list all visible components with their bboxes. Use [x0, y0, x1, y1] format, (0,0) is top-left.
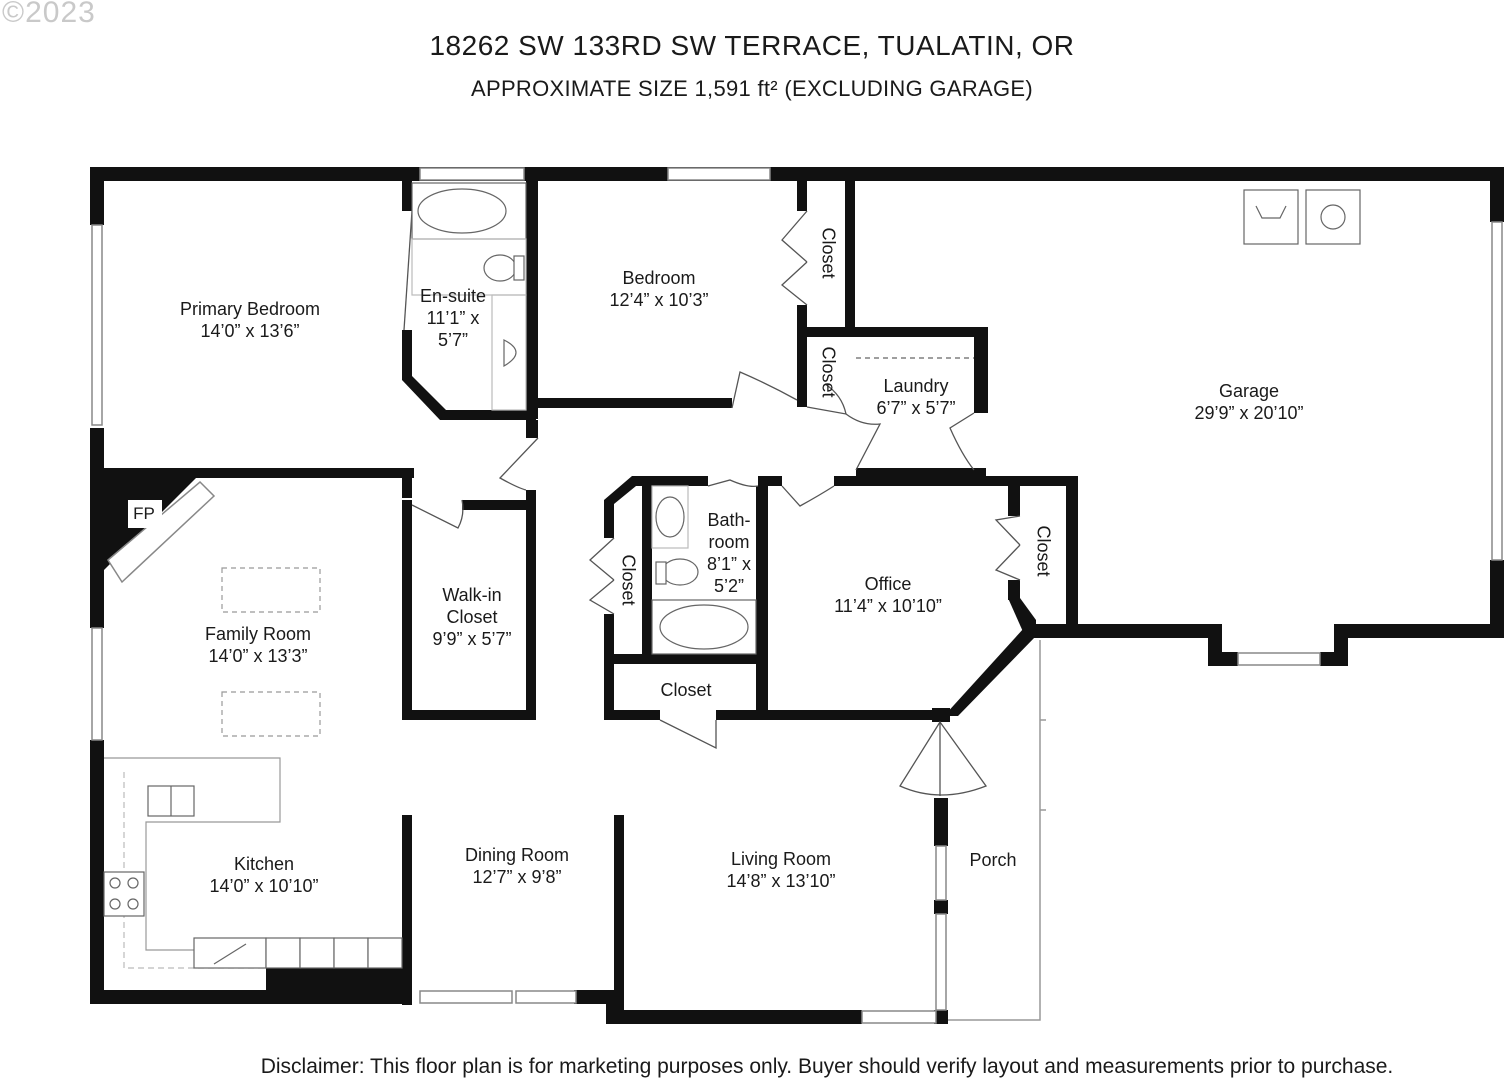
room-name: Kitchen: [233, 854, 295, 874]
porch-outline: [948, 640, 1046, 1021]
room-name: Laundry: [883, 376, 949, 396]
room-dimensions-2: 5’2”: [713, 576, 745, 596]
room-dimensions: 11’4” x 10’10”: [834, 596, 942, 616]
room-closet-hall: Closet: [818, 346, 839, 398]
room-closet-left: Closet: [618, 554, 639, 606]
room-dimensions-2: 5’7”: [437, 330, 469, 350]
copyright-mark: ©2023: [2, 0, 96, 29]
room-dimensions: 12’4” x 10’3”: [609, 290, 709, 310]
room-living-room: Living Room 14’8” x 13’10”: [726, 848, 835, 892]
interior-walls: [104, 181, 1078, 1010]
room-dimensions: 29’9” x 20’10”: [1194, 403, 1304, 423]
room-dimensions: 14’0” x 13’6”: [200, 321, 300, 341]
room-office: Office 11’4” x 10’10”: [834, 573, 942, 617]
room-name: Walk-in: [442, 585, 502, 605]
room-name: Living Room: [730, 849, 832, 869]
room-name: Dining Room: [464, 845, 570, 865]
room-dimensions: 9’9” x 5’7”: [432, 629, 512, 649]
room-name: Primary Bedroom: [179, 299, 321, 319]
room-name-2: room: [708, 532, 750, 552]
room-dimensions: 11’1” x: [426, 308, 480, 328]
room-ensuite: En-suite 11’1” x 5’7”: [420, 285, 486, 351]
room-dimensions: 14’8” x 13’10”: [726, 871, 836, 891]
fireplace-icon: [104, 478, 216, 584]
room-name: Bath-: [707, 510, 751, 530]
room-dimensions: 8’1” x: [706, 554, 752, 574]
room-laundry: Laundry 6’7” x 5’7”: [876, 375, 955, 419]
room-name: En-suite: [419, 286, 487, 306]
room-bedroom: Bedroom 12’4” x 10’3”: [609, 267, 708, 311]
room-name: Office: [864, 574, 912, 594]
fireplace-label: FP: [133, 504, 155, 523]
room-closet-bedroom: Closet: [818, 227, 839, 279]
room-name: Garage: [1218, 381, 1280, 401]
plan-subtitle: APPROXIMATE SIZE 1,591 ft² (EXCLUDING GA…: [471, 76, 1033, 101]
room-closet-bottom: Closet: [660, 680, 712, 700]
room-dimensions: 6’7” x 5’7”: [876, 398, 956, 418]
room-walkin-closet: Walk-in Closet 9’9” x 5’7”: [432, 584, 511, 650]
room-kitchen: Kitchen 14’0” x 10’10”: [209, 853, 318, 897]
room-dimensions: 14’0” x 13’3”: [208, 646, 308, 666]
fixtures: [103, 182, 1361, 969]
room-primary-bedroom: Primary Bedroom 14’0” x 13’6”: [180, 298, 320, 342]
room-dimensions: 12’7” x 9’8”: [472, 867, 562, 887]
room-closet-office: Closet: [1033, 525, 1054, 577]
room-garage: Garage 29’9” x 20’10”: [1194, 380, 1303, 424]
room-bathroom: Bath- room 8’1” x 5’2”: [707, 509, 751, 597]
room-dimensions: 14’0” x 10’10”: [209, 876, 319, 896]
plan-title: 18262 SW 133RD SW TERRACE, TUALATIN, OR: [429, 30, 1075, 61]
room-name: Family Room: [204, 624, 312, 644]
room-name: Bedroom: [622, 268, 696, 288]
room-porch: Porch: [969, 850, 1017, 870]
room-dining-room: Dining Room 12’7” x 9’8”: [465, 844, 569, 888]
door-swings: [403, 210, 1021, 796]
disclaimer-text: Disclaimer: This floor plan is for marke…: [260, 1055, 1394, 1078]
room-family-room: Family Room 14’0” x 13’3”: [205, 623, 311, 667]
windows: [91, 167, 1503, 1024]
room-name-2: Closet: [446, 607, 498, 627]
